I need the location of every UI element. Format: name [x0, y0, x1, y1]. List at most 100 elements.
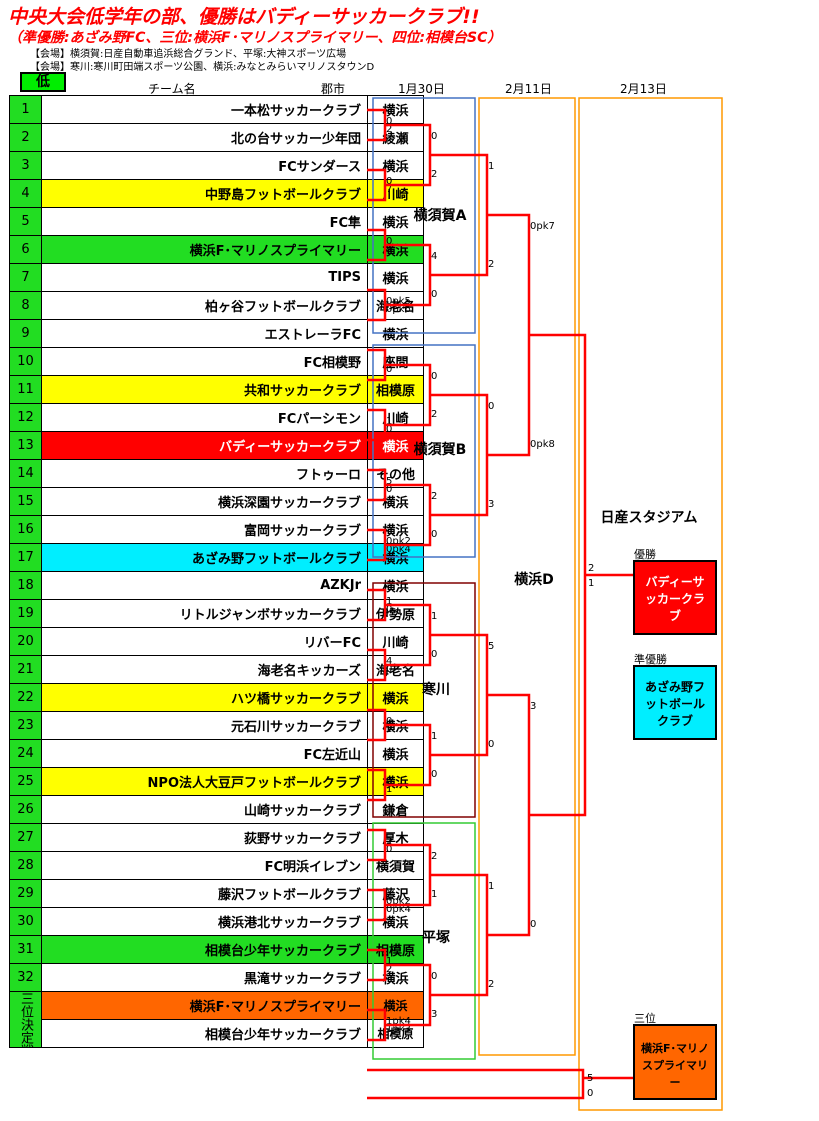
score-label: 0: [386, 236, 392, 247]
group-label: 横須賀B: [413, 442, 467, 458]
team-number: 17: [9, 543, 42, 572]
score-label: 1pk3: [386, 1024, 411, 1035]
team-city: 厚木: [367, 823, 424, 852]
bracket-line-third: [367, 1068, 585, 1100]
team-name: FC明浜イレブン: [41, 851, 368, 880]
team-number: 29: [9, 879, 42, 908]
team-number: 18: [9, 571, 42, 600]
score-label: 0pk7: [530, 221, 555, 232]
team-city: 横浜: [367, 739, 424, 768]
score-label: 0pk2: [386, 896, 411, 907]
team-number: 10: [9, 347, 42, 376]
group-box-yokosuka-b: [372, 344, 476, 558]
group-box-hiratsuka: [372, 822, 476, 1060]
team-number: 1: [9, 95, 42, 124]
team-number: 14: [9, 459, 42, 488]
team-number: 32: [9, 963, 42, 992]
score-label: 0: [431, 769, 437, 780]
bracket-line-r1: [367, 708, 387, 742]
score-label: 5: [587, 1073, 593, 1084]
team-city: 横浜: [367, 767, 424, 796]
team-name: 富岡サッカークラブ: [41, 515, 368, 544]
bracket-line-r1: [367, 108, 387, 142]
score-label: 0: [431, 371, 437, 382]
grade-badge: 低: [20, 72, 66, 92]
bracket-line-r1: [367, 588, 387, 622]
group-label: 横須賀A: [413, 208, 467, 224]
team-name: 相模台少年サッカークラブ: [41, 935, 368, 964]
team-name: NPO法人大豆戸フットボールクラブ: [41, 767, 368, 796]
score-label: 0pk8: [530, 439, 555, 450]
bracket-line-r1: [367, 528, 387, 562]
score-label: 0: [386, 484, 392, 495]
bracket-line-r1: [367, 828, 387, 862]
group-box-yokosuka-a: [372, 97, 476, 334]
team-name: 横浜深園サッカークラブ: [41, 487, 368, 516]
score-label: 1: [386, 596, 392, 607]
score-label: 0: [386, 604, 392, 615]
third-place-label: 三位決定戦: [9, 991, 42, 1048]
team-number: 7: [9, 263, 42, 292]
score-label: 0pk2: [386, 536, 411, 547]
team-number: 13: [9, 431, 42, 460]
team-name: FCパーシモン: [41, 403, 368, 432]
bracket-line-sf: [487, 213, 531, 457]
team-number: 16: [9, 515, 42, 544]
header-day2: 2月11日: [505, 82, 552, 96]
score-label: 1: [431, 731, 437, 742]
team-city: 川崎: [367, 627, 424, 656]
score-label: 3: [488, 499, 494, 510]
score-label: 0: [488, 401, 494, 412]
group-label: 横浜D: [514, 572, 554, 588]
score-label: 4: [386, 356, 392, 367]
team-name: TIPS: [41, 263, 368, 292]
score-label: 2: [431, 409, 437, 420]
score-label: 0: [488, 739, 494, 750]
header-city: 郡市: [321, 82, 346, 96]
team-name: エストレーラFC: [41, 319, 368, 348]
team-number: 24: [9, 739, 42, 768]
score-label: 7: [386, 184, 392, 195]
score-label: 1: [431, 611, 437, 622]
team-number: 12: [9, 403, 42, 432]
team-name: 元石川サッカークラブ: [41, 711, 368, 740]
team-city: 座間: [367, 347, 424, 376]
score-label: 0: [386, 664, 392, 675]
venue-line-1: 【会場】横須賀:日産自動車追浜総合グランド、平塚:大神スポーツ広場: [30, 49, 347, 60]
group-box-nissan: [578, 97, 723, 1111]
team-number: 28: [9, 851, 42, 880]
bracket-line-r1: [367, 228, 387, 262]
bracket-line-r1: [367, 348, 387, 382]
bracket-line-r1: [367, 948, 387, 982]
page-subtitle: （準優勝:あざみ野FC、三位:横浜F･マリノスプライマリー、四位:相模台SC）: [8, 30, 502, 46]
bracket-line-r1: [367, 888, 387, 922]
team-number: 21: [9, 655, 42, 684]
score-label: 0pk5: [386, 296, 411, 307]
score-label: 0: [386, 424, 392, 435]
team-name: あざみ野フットボールクラブ: [41, 543, 368, 572]
team-city: 横浜: [367, 683, 424, 712]
team-number: 5: [9, 207, 42, 236]
team-name: リバーFC: [41, 627, 368, 656]
bracket-line-r1: [367, 408, 387, 442]
team-number: 15: [9, 487, 42, 516]
team-number: 11: [9, 375, 42, 404]
runner-up-box: あざみ野フットボールクラブ: [633, 665, 717, 740]
score-label: 2: [431, 169, 437, 180]
score-label: 2: [386, 124, 392, 135]
